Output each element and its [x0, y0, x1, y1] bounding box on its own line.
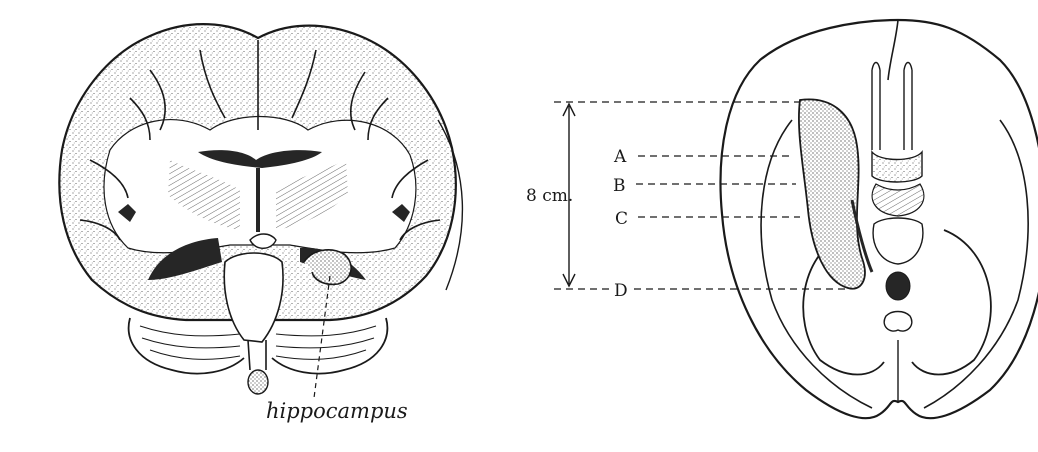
hippocampus-label: hippocampus [266, 399, 408, 423]
medulla [248, 370, 268, 394]
midbrain-region [872, 184, 924, 216]
fourth-ventricle [884, 312, 912, 332]
brainstem [224, 253, 283, 342]
ventral-view-drawing [721, 20, 1038, 418]
pons [873, 218, 923, 264]
medulla-stalk [248, 340, 266, 370]
coronal-section-drawing [59, 24, 462, 398]
chiasm-region [872, 152, 922, 182]
level-label-a: A [613, 147, 627, 167]
level-label-d: D [614, 281, 628, 301]
inner-contour-right [924, 120, 1028, 408]
longitudinal-fissure [888, 20, 898, 80]
olfactory-tract-left [872, 63, 880, 151]
level-label-b: B [613, 176, 626, 196]
temporal-lobe-cut [799, 99, 865, 288]
measurement-label: 8 cm. [526, 186, 573, 206]
ventral-brain-outline [721, 20, 1038, 418]
olfactory-tract-right [904, 63, 912, 151]
medulla-section [886, 272, 910, 300]
level-label-c: C [615, 209, 628, 229]
